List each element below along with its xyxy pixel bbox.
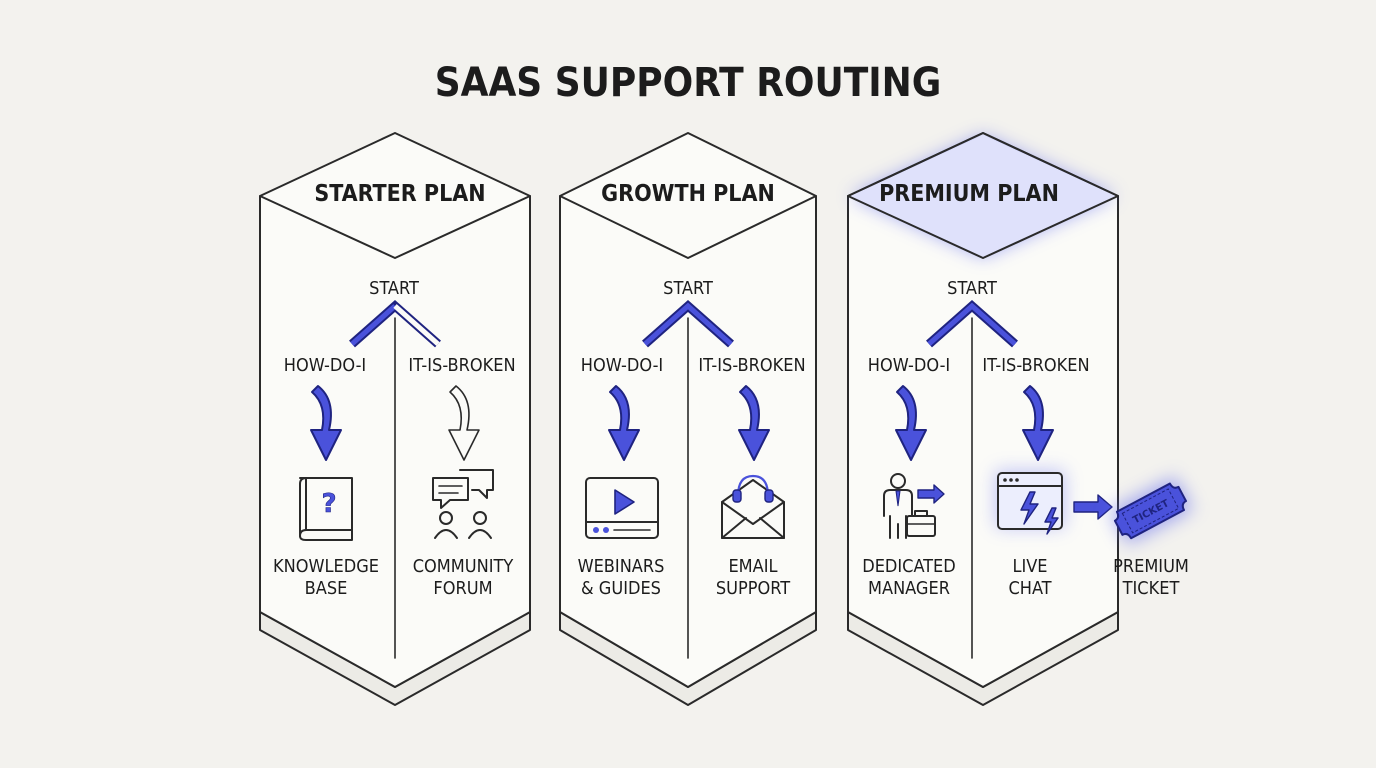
outcome-line-2: CHAT	[1008, 578, 1051, 599]
down-arrow-right	[1022, 385, 1054, 461]
down-arrow-right	[738, 385, 770, 461]
start-label: START	[663, 278, 713, 299]
outcome-line-1: PREMIUM	[1113, 556, 1189, 577]
panel-top-edge	[847, 132, 1119, 197]
plan-title: GROWTH PLAN	[601, 181, 775, 207]
book-question-icon: ?	[299, 477, 353, 541]
branch-label-how-do-i: HOW-DO-I	[284, 355, 366, 376]
start-chevron-left-fill	[350, 304, 397, 346]
plan-panel-growth: GROWTH PLAN START HOW-DO-I IT-IS-BROKEN	[559, 132, 817, 706]
email-headset-icon	[721, 474, 785, 539]
outcome-line-1: COMMUNITY	[413, 556, 514, 577]
branch-label-it-is-broken: IT-IS-BROKEN	[408, 355, 515, 376]
branch-label-it-is-broken: IT-IS-BROKEN	[982, 355, 1089, 376]
premium-ticket-outcome: TICKET PREMIUM TICKET	[1073, 477, 1192, 599]
down-arrow-left	[310, 385, 342, 461]
outcome-line-1: WEBINARS	[578, 556, 665, 577]
outcome-line-1: KNOWLEDGE	[273, 556, 379, 577]
branch-label-it-is-broken: IT-IS-BROKEN	[698, 355, 805, 376]
outcome-line-1: LIVE	[1012, 556, 1047, 577]
manager-briefcase-icon	[883, 473, 945, 539]
start-chevron-fill	[643, 302, 733, 346]
start-chevron-fill	[927, 302, 1017, 346]
browser-lightning-icon	[995, 470, 1065, 535]
outcome-line-2: SUPPORT	[716, 578, 790, 599]
panel-top-diamond	[559, 195, 817, 259]
start-label: START	[369, 278, 419, 299]
outcome-line-2: MANAGER	[868, 578, 950, 599]
down-arrow-left	[608, 385, 640, 461]
svg-text:?: ?	[321, 489, 336, 519]
outcome-line-2: TICKET	[1122, 578, 1180, 599]
outcome-line-2: & GUIDES	[581, 578, 661, 599]
page-title: SAAS SUPPORT ROUTING	[435, 60, 942, 106]
plan-panel-starter: STARTER PLAN START HOW-DO-I IT-IS-BROKEN…	[259, 132, 531, 706]
start-label: START	[947, 278, 997, 299]
right-arrow	[1073, 494, 1113, 520]
outcome-line-2: FORUM	[433, 578, 492, 599]
branch-label-how-do-i: HOW-DO-I	[581, 355, 663, 376]
down-arrow-right-hollow	[448, 385, 480, 461]
community-chat-icon	[432, 469, 494, 539]
plan-title: STARTER PLAN	[314, 181, 485, 207]
branch-label-how-do-i: HOW-DO-I	[868, 355, 950, 376]
panel-top-diamond	[847, 195, 1119, 259]
outcome-line-1: DEDICATED	[862, 556, 956, 577]
outcome-line-1: EMAIL	[728, 556, 777, 577]
video-player-icon	[585, 477, 659, 539]
outcome-line-2: BASE	[305, 578, 348, 599]
panel-top-diamond	[259, 195, 531, 259]
plan-title: PREMIUM PLAN	[879, 181, 1059, 207]
down-arrow-left	[895, 385, 927, 461]
plan-panel-premium: PREMIUM PLAN START HOW-DO-I IT-IS-BROKEN	[847, 132, 1119, 706]
start-chevron-right-hollow	[393, 304, 440, 346]
ticket-icon: TICKET	[1111, 477, 1192, 544]
